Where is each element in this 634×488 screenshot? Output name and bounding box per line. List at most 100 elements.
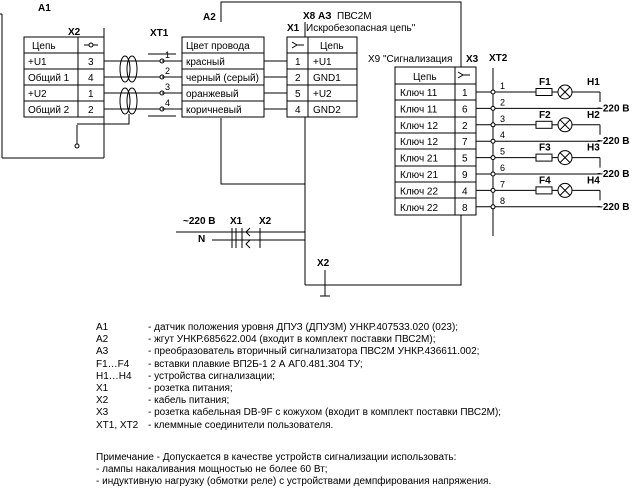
a3-title-2: Искробезопасная цепь" [306,22,416,34]
lamp-label: H2 [587,110,600,121]
a3-x1-name: +U1 [313,57,332,68]
xt2-label: XT2 [489,53,508,64]
a3-x9-key-pin: 2 [462,121,468,132]
a3-x9-key-name: Ключ 22 [400,203,438,214]
a3-x9-key-name: Ключ 12 [400,121,438,132]
a1-row-pin: 2 [88,105,94,116]
a1-row-name: Общий 2 [28,104,70,116]
a2-wire-color: черный (серый) [186,73,259,84]
a3-connector-x8: X8 [303,11,316,22]
legend-row: XT1, XT2 - клеммные соединители пользова… [96,420,626,432]
fuse-icon [535,88,553,96]
a2-label: A2 [203,12,216,23]
legend-row: А1 - датчик положения уровня ДПУЗ (ДПУЗМ)… [96,322,626,334]
fuse-label: F4 [539,175,551,186]
xt2-terminal [490,187,496,193]
a1-row-name: Общий 1 [28,72,70,84]
a2-wire-color: оранжевый [186,89,239,100]
fuse-label: F1 [539,77,551,88]
fuse-label: F2 [539,110,551,121]
a2-outline-lower [220,118,305,185]
xt2-terminal [490,138,496,144]
a3-x1-name: GND2 [313,105,341,116]
legend-code: А1 [96,322,109,333]
a3-x9-key-pin: 4 [462,186,468,197]
xt2-pin: 2 [500,97,505,107]
a3-x1-header: Цепь [320,41,344,52]
lamp-label: H1 [587,77,600,88]
a3-x3-label: X3 [466,54,479,65]
a3-x9-table [394,66,477,216]
legend: А1 - датчик положения уровня ДПУЗ (ДПУЗМ)… [96,322,626,432]
a3-x9-header: Цепь [413,72,437,83]
a1-row-pin: 3 [88,57,94,68]
a2-header: Цвет провода [186,41,250,52]
legend-code: X1 [96,382,109,394]
legend-code: XT1, XT2 [96,419,139,431]
legend-row: А3- преобразователь вторичный сигнализат… [96,346,626,358]
xt1-pin: 3 [165,82,170,92]
xt2-pin: 6 [500,163,505,173]
a1-header: Цепь [32,41,56,52]
a3-x1-plug-icon [291,41,304,49]
legend-row: X1- розетка питания; [96,383,626,395]
xt1-pin: 1 [165,50,170,60]
fuse-icon [535,186,553,195]
xt2-supply-label: ~220 В [597,136,630,147]
xt2-pin: 1 [500,81,505,91]
a3-x9-key-name: Ключ 22 [400,186,438,197]
legend-desc: - датчик положения уровня ДПУЗ (ДПУЗМ) У… [148,322,459,333]
a2-wire-color: коричневый [186,105,242,116]
a3-x9-key-pin: 9 [462,170,468,181]
xt2-pin: 8 [500,196,505,206]
a3-x1-pin: 4 [295,105,301,116]
notes: Примечание - Допускается в качестве устр… [96,452,626,488]
power-plug-icon [231,227,261,249]
xt2-terminal [490,171,496,177]
xt2-supply-label: ~220 В [597,103,630,114]
a1-outline [0,13,105,159]
a3-x9-key-pin: 6 [462,104,468,115]
a3-title-1: ПВС2М [337,11,372,22]
legend-row: X2- кабель питания; [96,395,626,407]
legend-row: F1…F4- вставки плавкие ВП2Б-1 2 А АГ0.48… [96,359,626,371]
a1-row-pin: 1 [88,89,94,100]
a3-x9-key-pin: 7 [462,137,468,148]
lamp-label: H4 [587,175,600,186]
a1-connector-label: X2 [68,27,81,38]
a3-ground-icon [320,270,330,297]
a3-x1-name: GND1 [313,73,341,84]
a3-x1-pin: 1 [295,57,301,68]
power-wires [176,231,305,241]
fuse-label: F3 [539,143,551,154]
a1-row-name: +U2 [28,89,47,100]
lamp-icon-cross [559,86,571,98]
a1-xt1-wires [77,55,162,125]
a1-socket-icon [84,42,98,48]
a3-x1-name: +U2 [313,89,332,100]
note-line: Примечание - Допускается в качестве устр… [96,452,457,463]
xt1-terminals [148,53,176,117]
power-supply-label: ~220 В [183,216,216,227]
xt2-terminal [490,89,496,95]
xt2-supply-label: ~220 В [597,169,630,180]
legend-desc: - вставки плавкие ВП2Б-1 2 А АГ0.481.304… [148,358,363,370]
legend-code: А2 [96,334,109,346]
xt2-pin: 4 [500,130,505,140]
xt2-terminal [490,204,496,210]
note-line: - индуктивную нагрузку (обмотки реле) с … [96,476,492,487]
lamp-icon-cross [559,185,571,196]
fuse-icon [535,153,553,162]
a3-connector-x1: X1 [287,23,300,34]
xt1-pin: 4 [165,98,170,108]
a3-x9-key-pin: 8 [462,203,468,214]
a3-x9-key-name: Ключ 21 [400,154,438,165]
a2-wire-color: красный [186,57,225,68]
lamp-label: H3 [587,143,600,154]
a3-x1-pin: 5 [295,89,301,100]
lamp-icon-cross [559,119,571,131]
legend-row: X3- розетка кабельная DB-9F с кожухом (в… [96,407,626,419]
legend-desc: - жгут УНКР.685622.004 (входит в комплек… [148,334,436,346]
a3-x9-key-name: Ключ 11 [400,104,438,115]
